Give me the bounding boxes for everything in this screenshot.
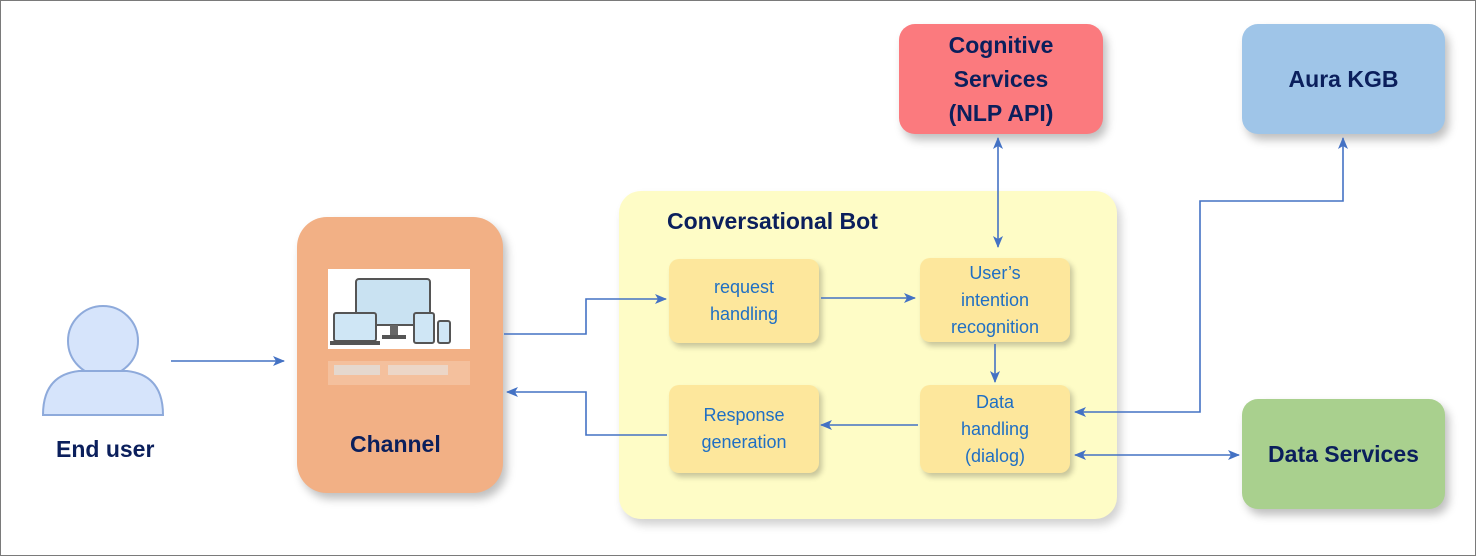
data-handling-step: Data handling (dialog) <box>920 385 1070 473</box>
end-user-label: End user <box>56 436 155 462</box>
aura-kgb-label: Aura KGB <box>1288 66 1399 92</box>
channel-label: Channel <box>350 431 441 457</box>
channel-box <box>297 217 503 493</box>
intention-recognition-label: User’s intention recognition <box>950 262 1040 337</box>
intention-recognition-step: User’s intention recognition <box>920 258 1070 342</box>
data-services-box: Data Services <box>1242 399 1445 509</box>
cognitive-services-label: Cognitive Services (NLP API) <box>948 32 1054 126</box>
conversational-bot-title: Conversational Bot <box>667 208 878 234</box>
user-icon <box>41 305 165 416</box>
cognitive-services-box: Cognitive Services (NLP API) <box>899 24 1103 134</box>
response-generation-label: Response generation <box>701 405 787 452</box>
aura-kgb-box: Aura KGB <box>1242 24 1445 134</box>
data-handling-label: Data handling (dialog) <box>960 391 1030 466</box>
response-generation-step: Response generation <box>669 385 819 473</box>
data-services-label: Data Services <box>1268 441 1419 467</box>
request-handling-step: request handling <box>669 259 819 343</box>
devices-icon <box>328 269 470 385</box>
request-handling-label: request handling <box>709 277 779 324</box>
